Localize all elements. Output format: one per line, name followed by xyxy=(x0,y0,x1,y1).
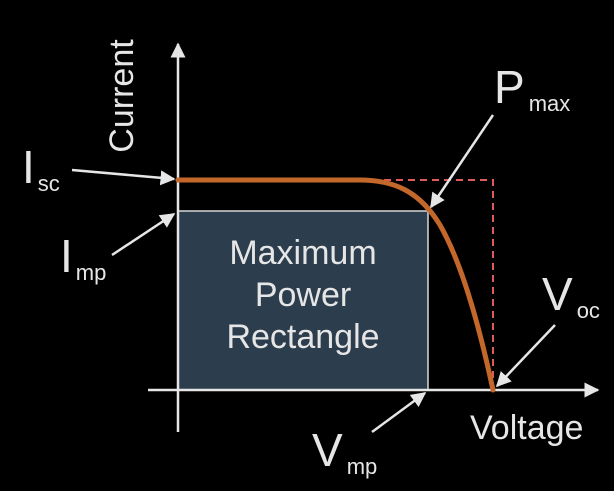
vmp-label-sub: mp xyxy=(347,454,378,479)
x-axis-label: Voltage xyxy=(470,409,583,447)
rectangle-label-line-1: Maximum xyxy=(229,234,376,272)
isc-label-main: I xyxy=(22,141,35,193)
pmax-label-main: P xyxy=(494,61,525,113)
isc-pointer-arrow xyxy=(71,168,176,186)
vmp-pointer-arrow xyxy=(371,391,427,434)
imp-pointer-arrow xyxy=(111,212,176,257)
isc-label-sub: sc xyxy=(38,171,60,196)
voc-pointer-arrow xyxy=(495,324,556,388)
pmax-pointer-arrow xyxy=(429,114,495,209)
voc-label-sub: oc xyxy=(577,298,600,323)
pmax-label-sub: max xyxy=(529,91,571,116)
voc-label-main: V xyxy=(542,268,573,320)
iv-curve xyxy=(175,177,496,393)
vmp-label-main: V xyxy=(312,424,343,476)
rectangle-label-line-3: Rectangle xyxy=(226,318,379,356)
rectangle-label-line-2: Power xyxy=(255,276,351,314)
imp-label-main: I xyxy=(60,230,73,282)
y-axis-label: Current xyxy=(103,39,141,153)
maximum-power-rectangle xyxy=(177,210,429,391)
imp-label-sub: mp xyxy=(76,260,107,285)
ideal-power-dashed-outline xyxy=(360,179,494,390)
